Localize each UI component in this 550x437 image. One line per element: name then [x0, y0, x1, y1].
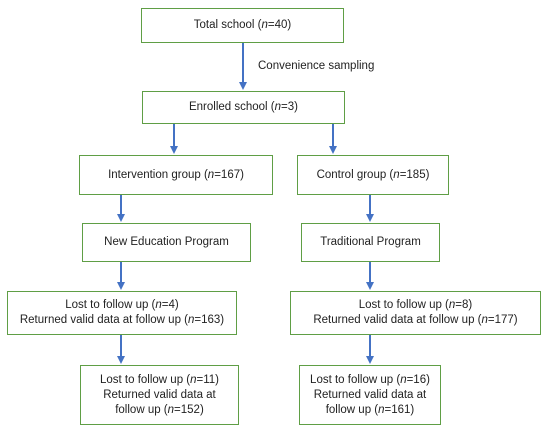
new-education-program-text: New Education Program	[104, 235, 229, 250]
text-run: Lost to follow up (	[99, 373, 191, 386]
text-line: Returned valid data at follow up (n=177)	[313, 313, 517, 328]
traditional-program-box: Traditional Program	[301, 223, 440, 262]
text-line: follow up (n=161)	[310, 403, 430, 418]
italic-n: n	[274, 101, 282, 113]
italic-n: n	[261, 19, 268, 31]
control-follow-up-2-text: Lost to follow up (n=16)Returned valid d…	[310, 373, 430, 418]
text-line: Returned valid data at	[100, 388, 219, 403]
text-run: =163)	[194, 314, 225, 326]
italic-n: n	[400, 373, 407, 386]
text-run: Traditional Program	[320, 236, 421, 248]
enrolled-school-text: Enrolled school (n=3)	[189, 100, 298, 115]
text-run: =4)	[161, 299, 179, 311]
text-run: =11)	[196, 373, 220, 386]
control-follow-up-1-text: Lost to follow up (n=8)Returned valid da…	[313, 298, 517, 328]
convenience-sampling-label: Convenience sampling	[258, 60, 375, 72]
text-line: Returned valid data at	[310, 388, 430, 403]
text-run: =3)	[281, 101, 298, 113]
text-line: New Education Program	[104, 235, 229, 250]
text-line: Control group (n=185)	[317, 168, 430, 183]
text-run: follow up (	[115, 403, 168, 416]
control-follow-up-2-box: Lost to follow up (n=16)Returned valid d…	[299, 365, 441, 425]
control-group-box: Control group (n=185)	[297, 155, 449, 195]
text-run: Returned valid data at	[313, 388, 427, 401]
text-run: =177)	[487, 314, 518, 326]
control-group-text: Control group (n=185)	[317, 168, 430, 183]
text-line: Lost to follow up (n=11)	[100, 373, 219, 388]
text-run: Returned valid data at	[103, 388, 216, 401]
text-run: Total school (	[193, 19, 262, 31]
text-run: =16)	[406, 373, 430, 386]
intervention-follow-up-2-box: Lost to follow up (n=11)Returned valid d…	[80, 365, 239, 425]
text-run: follow up (	[325, 403, 379, 416]
italic-n: n	[167, 403, 175, 416]
text-run: Returned valid data at follow up (	[313, 314, 482, 326]
text-run: New Education Program	[104, 236, 229, 248]
italic-n: n	[190, 373, 197, 386]
italic-n: n	[448, 299, 456, 311]
text-run: =152)	[174, 403, 204, 416]
text-run: Lost to follow up (	[358, 299, 449, 311]
text-run: =8)	[455, 299, 473, 311]
italic-n: n	[188, 314, 195, 326]
text-line: Enrolled school (n=3)	[189, 100, 298, 115]
text-run: Intervention group (	[108, 168, 208, 181]
text-run: Lost to follow up (	[65, 299, 156, 311]
italic-n: n	[378, 403, 385, 416]
text-run: Returned valid data at follow up (	[19, 314, 188, 326]
new-education-program-box: New Education Program	[82, 223, 251, 262]
text-run: Lost to follow up (	[310, 373, 401, 386]
intervention-group-text: Intervention group (n=167)	[108, 168, 244, 183]
italic-n: n	[393, 168, 400, 181]
text-line: Intervention group (n=167)	[108, 168, 244, 183]
text-line: Lost to follow up (n=4)	[20, 298, 224, 313]
text-line: Lost to follow up (n=16)	[310, 373, 430, 388]
text-run: =40)	[267, 19, 292, 31]
traditional-program-text: Traditional Program	[320, 235, 421, 250]
text-run: =161)	[384, 403, 415, 416]
intervention-follow-up-2-text: Lost to follow up (n=11)Returned valid d…	[100, 373, 219, 418]
total-school-box: Total school (n=40)	[141, 8, 344, 43]
italic-n: n	[481, 314, 488, 326]
text-line: Lost to follow up (n=8)	[313, 298, 517, 313]
intervention-group-box: Intervention group (n=167)	[79, 155, 273, 195]
text-line: follow up (n=152)	[100, 403, 219, 418]
text-run: Enrolled school (	[188, 101, 275, 113]
total-school-text: Total school (n=40)	[194, 18, 292, 33]
intervention-follow-up-1-text: Lost to follow up (n=4)Returned valid da…	[20, 298, 224, 328]
text-line: Traditional Program	[320, 235, 421, 250]
text-line: Returned valid data at follow up (n=163)	[20, 313, 224, 328]
intervention-follow-up-1-box: Lost to follow up (n=4)Returned valid da…	[7, 291, 237, 335]
enrolled-school-box: Enrolled school (n=3)	[142, 91, 345, 124]
italic-n: n	[207, 168, 215, 181]
text-line: Total school (n=40)	[194, 18, 292, 33]
text-run: =167)	[214, 168, 244, 181]
text-run: Control group (	[316, 168, 394, 181]
italic-n: n	[155, 299, 162, 311]
text-run: =185)	[399, 168, 430, 181]
control-follow-up-1-box: Lost to follow up (n=8)Returned valid da…	[290, 291, 541, 335]
